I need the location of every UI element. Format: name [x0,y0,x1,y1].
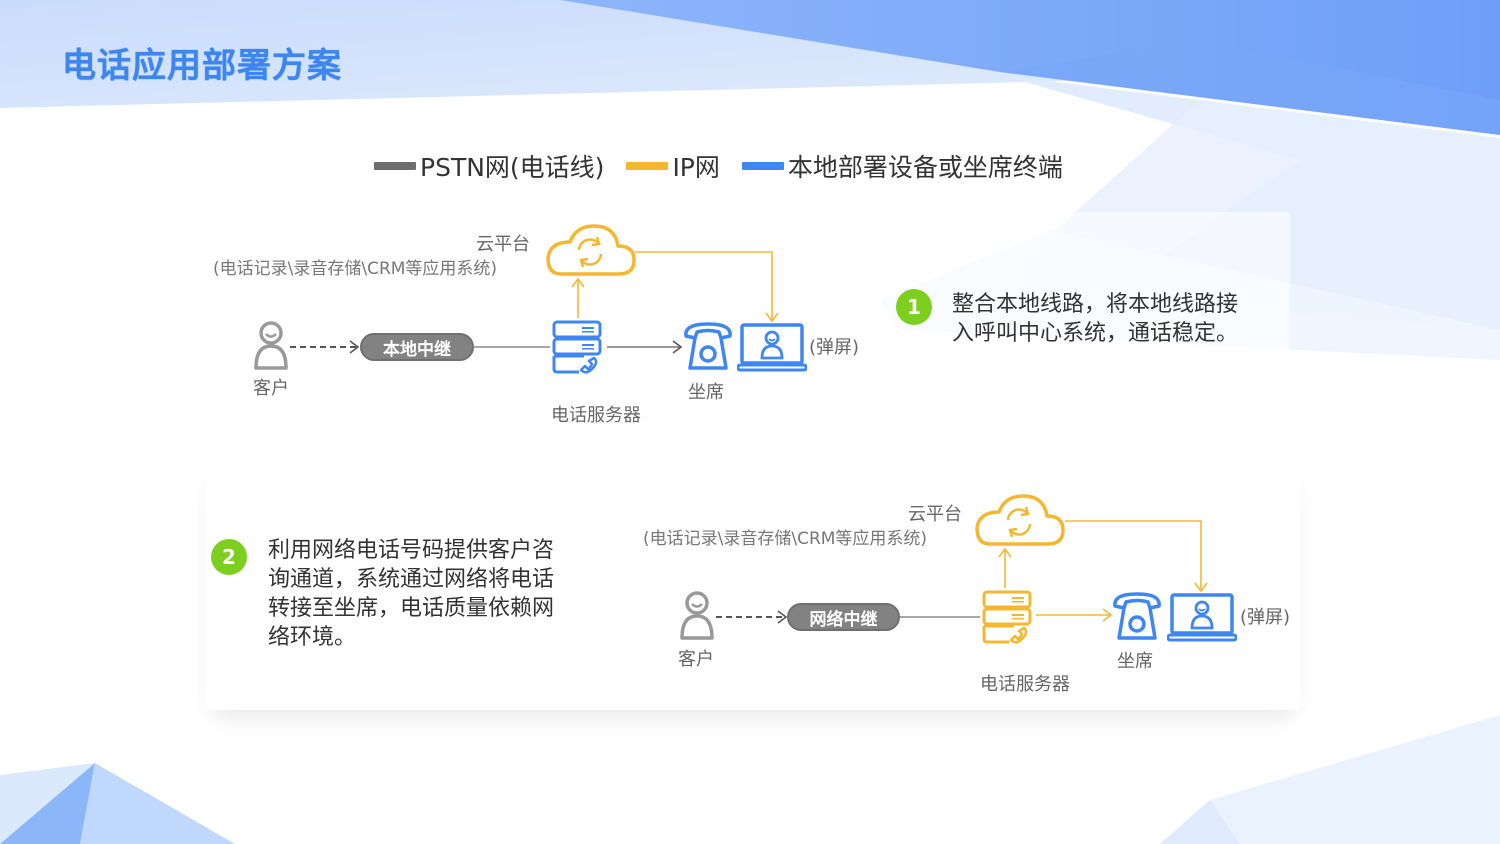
legend-item-local: 本地部署设备或坐席终端 [741,148,1063,184]
scheme2-description: 利用网络电话号码提供客户咨 询通道，系统通过网络将电话 转接至坐席，电话质量依赖… [268,536,554,652]
page-title: 电话应用部署方案 [62,46,342,86]
cloud-title: 云平台 [476,234,530,255]
phone-server-label: 电话服务器 [980,674,1070,695]
popup-label: (弹屏) [1240,607,1291,628]
scheme2-description-line: 询通道，系统通过网络将电话 [268,567,555,592]
cloud-platform-icon [546,224,636,276]
scheme2-badge: 2 [211,539,247,575]
network-trunk-pill: 网络中继 [787,603,900,631]
customer-icon [680,591,714,640]
popup-label: (弹屏) [809,337,860,358]
scheme2-description-line: 络环境。 [268,625,357,650]
cloud-subtitle: (电话记录\录音存储\CRM等应用系统) [213,259,498,279]
legend-label-ip: IP网 [672,153,720,182]
scheme1-description: 整合本地线路，将本地线路接 入呼叫中心系统，通话稳定。 [952,290,1238,348]
legend-swatch-pstn [374,162,416,170]
phone-server-label: 电话服务器 [551,405,641,426]
local-trunk-pill: 本地中继 [360,333,474,361]
customer-label: 客户 [678,649,714,670]
legend-label-local: 本地部署设备或坐席终端 [787,153,1063,182]
customer-icon [254,321,288,370]
customer-label: 客户 [253,378,289,399]
cloud-platform-icon [975,494,1065,546]
phone-server-icon [552,320,602,374]
legend: PSTN网(电话线) IP网 本地部署设备或坐席终端 [374,148,1085,184]
legend-item-pstn: PSTN网(电话线) [374,148,604,184]
cloud-subtitle: (电话记录\录音存储\CRM等应用系统) [643,529,928,549]
legend-label-pstn: PSTN网(电话线) [420,153,605,182]
scheme2-card [205,465,1300,710]
scheme1-badge: 1 [896,289,932,325]
scheme2-description-line: 转接至坐席，电话质量依赖网 [268,596,555,621]
scheme2-description-line: 利用网络电话号码提供客户咨 [268,538,555,563]
scheme1-description-line: 整合本地线路，将本地线路接 [952,292,1239,317]
screen-popup-icon [1167,593,1237,642]
cloud-title: 云平台 [908,504,962,525]
desk-phone-icon [684,322,732,370]
agent-label: 坐席 [1117,651,1153,672]
desk-phone-icon [1113,592,1161,640]
screen-popup-icon [737,323,807,372]
agent-label: 坐席 [688,382,724,403]
phone-server-icon [982,590,1032,644]
scheme1-description-line: 入呼叫中心系统，通话稳定。 [952,321,1239,346]
legend-swatch-local [741,162,784,170]
legend-item-ip: IP网 [626,148,720,184]
scheme1-card [180,212,1290,447]
legend-swatch-ip [626,162,669,170]
